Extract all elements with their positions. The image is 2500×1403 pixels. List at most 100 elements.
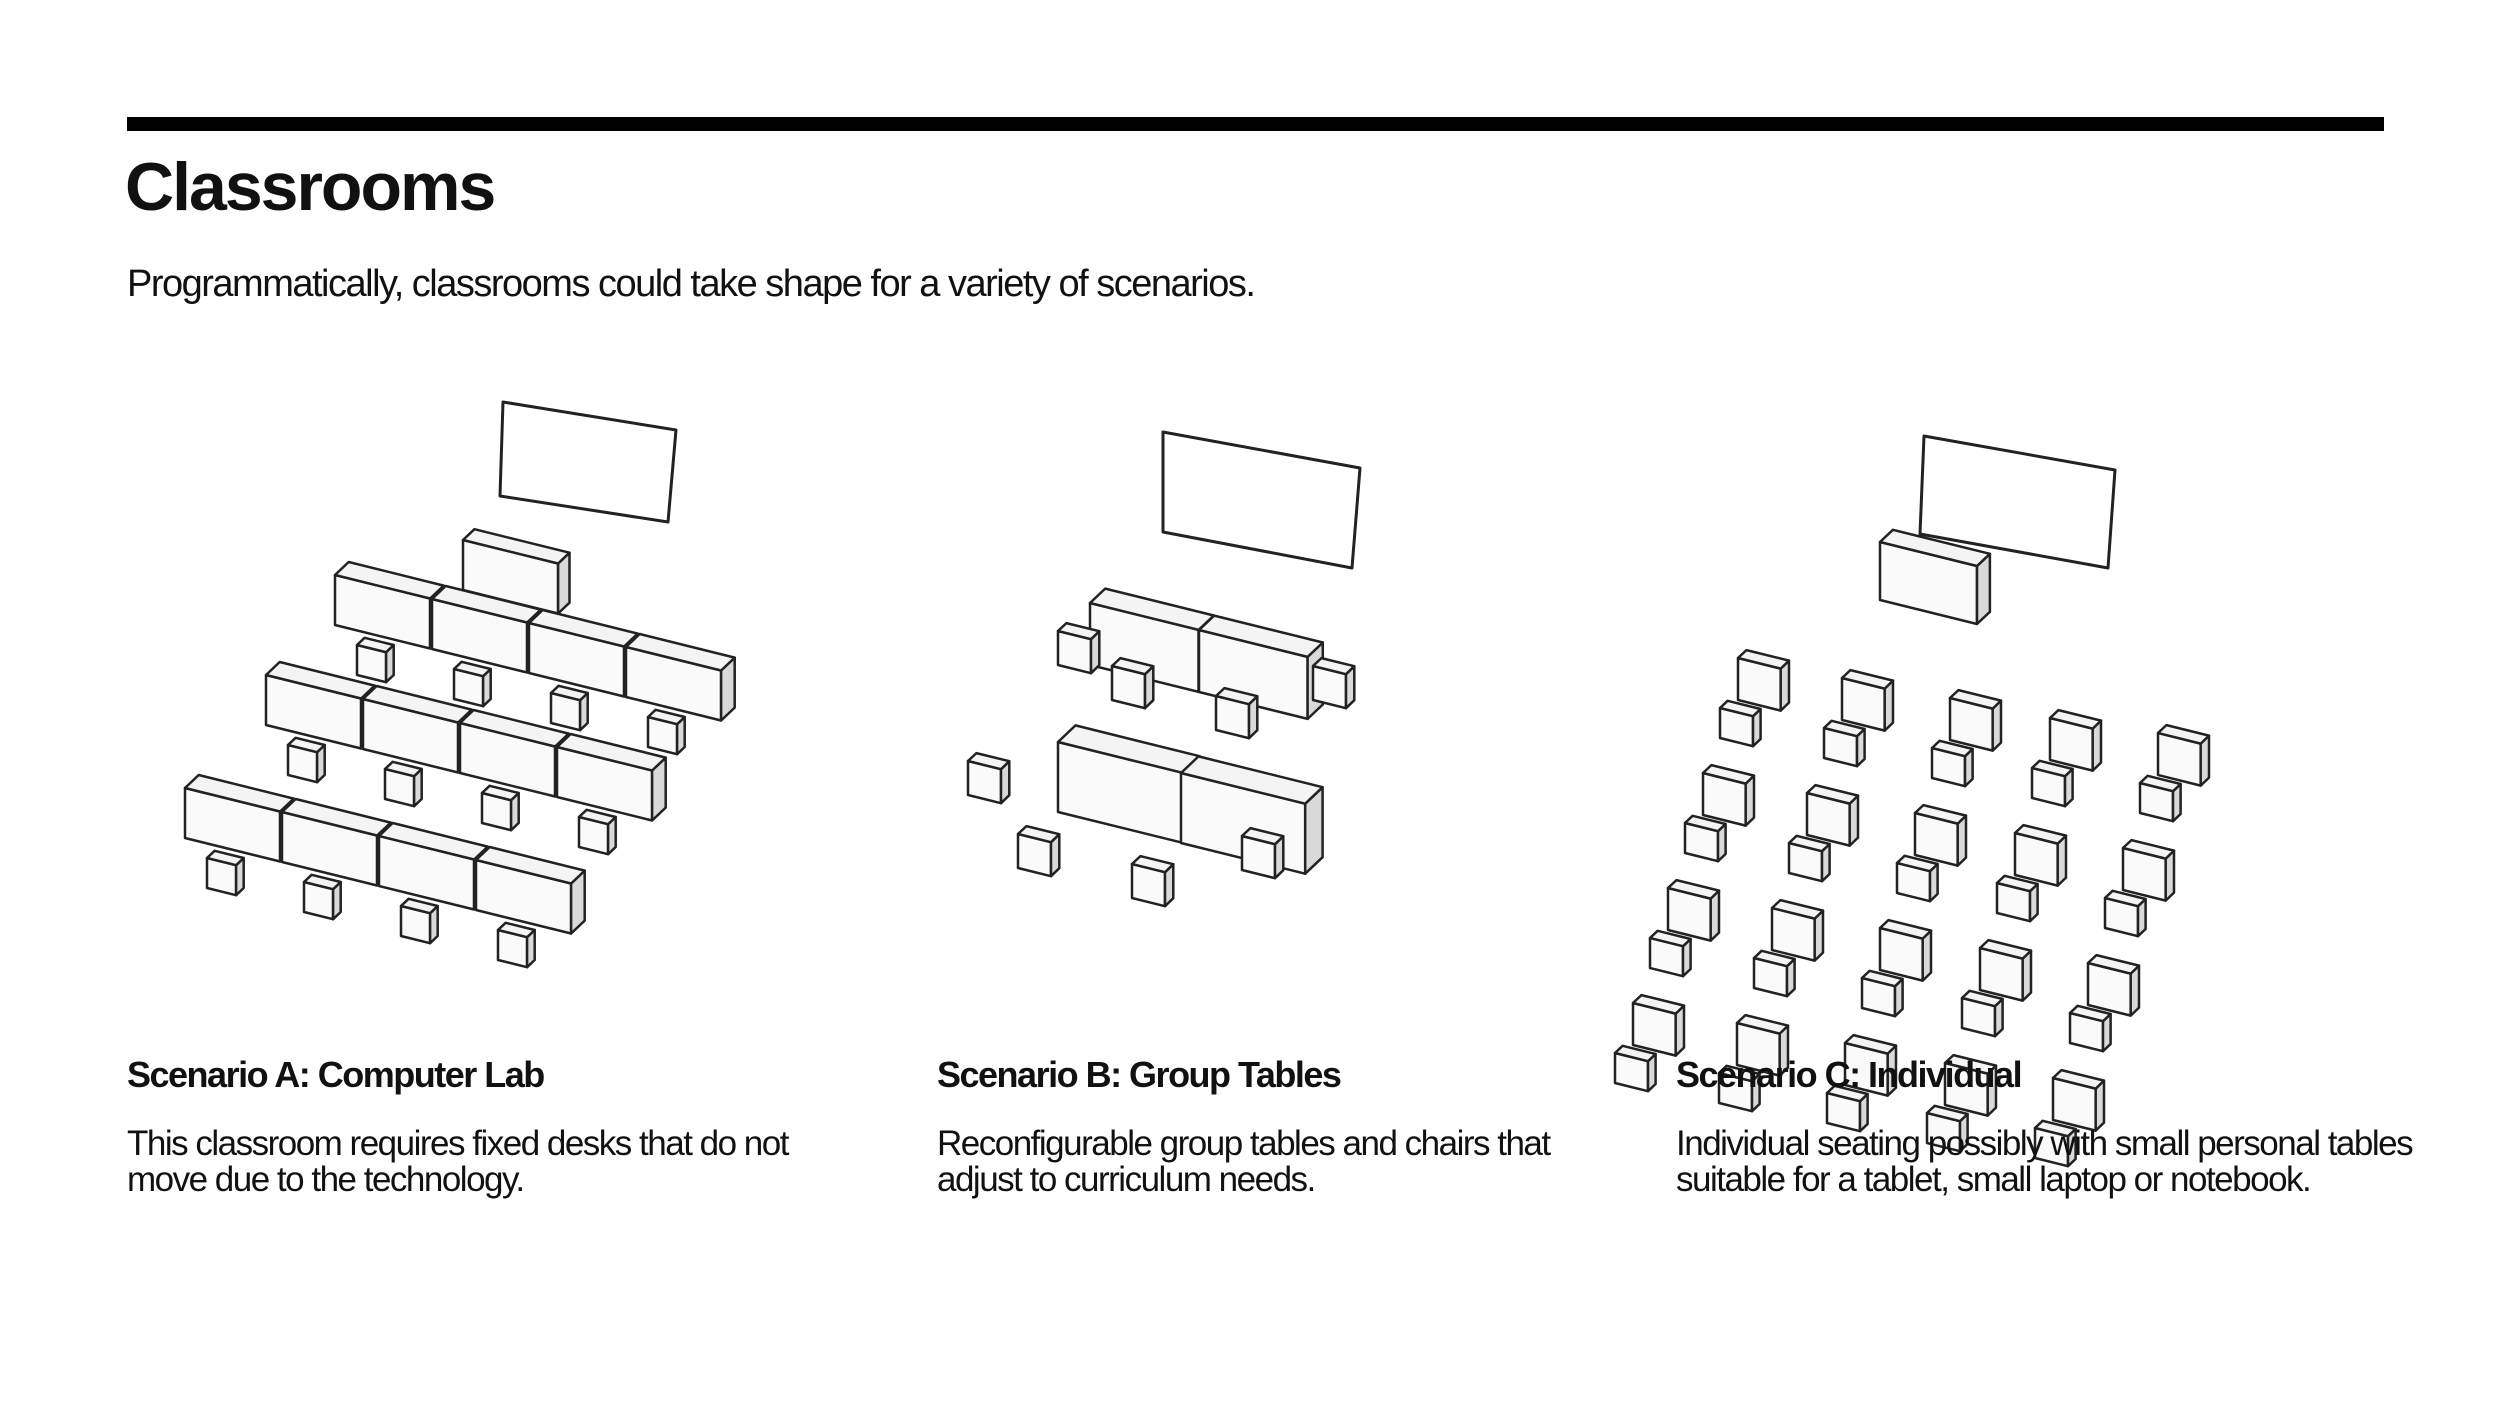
- personal-table-c-16-top: [2156, 723, 2211, 745]
- group-table-b1-right-top: [1197, 614, 1325, 659]
- desk-a-r0-1-top: [430, 584, 542, 624]
- chair-a-r1-3: [577, 808, 617, 856]
- chair-c-17: [2103, 889, 2147, 938]
- group-table-b2-right-top: [1179, 755, 1324, 805]
- chair-b-3-top: [1311, 656, 1356, 676]
- chair-c-1-top: [1683, 814, 1727, 833]
- chair-c-16: [2138, 774, 2182, 823]
- top-rule: [127, 117, 2384, 131]
- personal-table-c-0-top: [1736, 648, 1791, 670]
- personal-table-c-13-top: [2013, 823, 2068, 845]
- group-table-b2-left: [1056, 724, 1201, 844]
- desk-a-r2-1: [280, 797, 392, 887]
- personal-table-c-7: [1735, 1013, 1790, 1077]
- desk-a-r0-3: [624, 632, 736, 722]
- personal-table-c-2-top: [1666, 878, 1721, 900]
- chair-c-13: [1995, 874, 2039, 923]
- chair-a-r2-0: [205, 849, 245, 897]
- personal-table-c-5-top: [1805, 783, 1860, 805]
- desk-a-r2-2: [377, 821, 489, 911]
- chair-c-10-top: [1860, 969, 1904, 988]
- chair-c-2-top: [1648, 929, 1692, 948]
- chair-c-8-top: [1930, 739, 1974, 758]
- chair-a-r1-1-top: [383, 760, 423, 778]
- personal-table-c-7-top: [1735, 1013, 1790, 1035]
- personal-table-c-0: [1736, 648, 1791, 712]
- desk-a-r2-3-top: [474, 845, 586, 885]
- chair-a-r1-2: [480, 784, 520, 832]
- chair-c-14: [1960, 989, 2004, 1038]
- chair-a-r0-2: [549, 684, 589, 732]
- chair-c-3: [1613, 1044, 1657, 1093]
- desk-a-r2-3: [474, 845, 586, 935]
- personal-table-c-2: [1666, 878, 1721, 942]
- chair-b-4: [966, 751, 1011, 805]
- scenario-a-title: Scenario A: Computer Lab: [127, 1054, 545, 1095]
- scenario-a: Scenario A: Computer Lab This classroom …: [127, 1053, 847, 1198]
- chair-b-1-top: [1110, 656, 1155, 676]
- personal-table-c-3: [1631, 993, 1686, 1057]
- personal-table-c-4-top: [1840, 668, 1895, 690]
- personal-table-c-1-top: [1701, 763, 1756, 785]
- personal-table-c-14-top: [1978, 938, 2033, 960]
- chair-b-1: [1110, 656, 1155, 710]
- chair-c-14-top: [1960, 989, 2004, 1008]
- individual-seating-illustration: [1613, 434, 2211, 1168]
- chair-c-15-top: [1925, 1104, 1969, 1123]
- scenario-c-title: Scenario C: Individual: [1676, 1054, 2023, 1095]
- chair-a-r2-2: [399, 897, 439, 945]
- chair-a-r2-2-top: [399, 897, 439, 915]
- chair-b-4-top: [966, 751, 1011, 771]
- chair-b-7: [1240, 826, 1285, 880]
- personal-table-c-1: [1701, 763, 1756, 827]
- desk-a-r0-2: [527, 608, 639, 698]
- personal-table-c-4: [1840, 668, 1895, 732]
- chair-a-r0-1-top: [452, 660, 492, 678]
- whiteboard-b: [1161, 430, 1362, 570]
- chair-c-18-top: [2068, 1004, 2112, 1023]
- personal-table-c-17: [2121, 838, 2176, 902]
- chair-c-0: [1718, 699, 1762, 748]
- chair-c-3-top: [1613, 1044, 1657, 1063]
- personal-table-c-12: [2048, 708, 2103, 772]
- chair-c-2: [1648, 929, 1692, 978]
- personal-table-c-9: [1913, 803, 1968, 867]
- chair-b-0-top: [1056, 621, 1101, 641]
- chair-c-0-top: [1718, 699, 1762, 718]
- scenario-b: Scenario B: Group Tables Reconfigurable …: [937, 1053, 1637, 1198]
- chair-c-6: [1752, 949, 1796, 998]
- computer-lab-illustration: [183, 400, 736, 969]
- chair-c-6-top: [1752, 949, 1796, 968]
- chair-c-17-top: [2103, 889, 2147, 908]
- desk-a-r1-1-top: [361, 684, 473, 724]
- chair-c-19: [2033, 1119, 2077, 1168]
- chair-c-16-top: [2138, 774, 2182, 793]
- chair-b-5: [1016, 824, 1061, 878]
- desk-a-r0-0-top: [333, 560, 445, 600]
- chair-a-r1-0-top: [286, 736, 326, 754]
- personal-table-c-14: [1978, 938, 2033, 1002]
- desk-a-r0-3-top: [624, 632, 736, 672]
- personal-table-c-6-top: [1770, 898, 1825, 920]
- chair-c-15: [1925, 1104, 1969, 1153]
- chair-c-4-top: [1822, 719, 1866, 738]
- personal-table-c-17-top: [2121, 838, 2176, 860]
- personal-table-c-10: [1878, 918, 1933, 982]
- personal-table-c-15-top: [1943, 1053, 1998, 1075]
- chair-b-2-top: [1214, 686, 1259, 706]
- chair-a-r0-2-top: [549, 684, 589, 702]
- chair-a-r1-1: [383, 760, 423, 808]
- personal-table-c-9-top: [1913, 803, 1968, 825]
- desk-a-r1-0: [264, 660, 376, 750]
- scenario-a-description: This classroom requires fixed desks that…: [127, 1124, 789, 1199]
- chair-c-12-top: [2030, 759, 2074, 778]
- chair-a-r1-0: [286, 736, 326, 784]
- desk-a-r2-2-top: [377, 821, 489, 861]
- chair-c-5-top: [1787, 834, 1831, 853]
- personal-table-c-15: [1943, 1053, 1998, 1117]
- personal-table-c-16: [2156, 723, 2211, 787]
- chair-a-r0-0-top: [355, 636, 395, 654]
- personal-table-c-10-top: [1878, 918, 1933, 940]
- chair-a-r0-0: [355, 636, 395, 684]
